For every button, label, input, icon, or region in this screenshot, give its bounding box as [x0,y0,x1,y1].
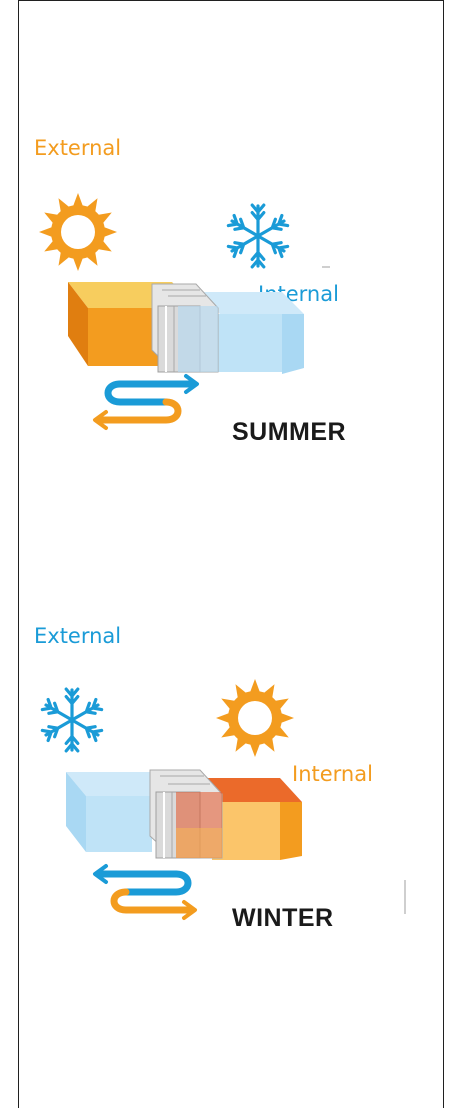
snowflake-arm [64,687,80,722]
sun-ray [249,742,261,757]
snowflake-arm [256,234,290,259]
page-frame [18,0,444,1108]
airflow-arrow-icon [93,374,199,430]
winter-season-label: WINTER [232,904,334,932]
sun-ray [279,712,294,724]
summer-season-label: SUMMER [232,418,347,446]
snowflake-arm [226,213,260,238]
summer-external-label: External [34,136,122,160]
snowflake-arm [226,234,260,259]
snowflake-arm [250,234,266,269]
heat-exchanger-duct [66,769,302,860]
sun-icon [216,679,294,757]
sun-icon [39,193,117,271]
snowflake-arm [40,718,74,743]
sun-ray [72,193,84,208]
winter-external-label: External [34,624,122,648]
snowflake-arm [250,203,266,238]
sun-ray [102,226,117,238]
snowflake-arm [70,718,104,743]
sun-ray [39,226,54,238]
snowflake-arm [70,697,104,722]
sun-ray [216,712,231,724]
snowflake-icon [226,203,290,269]
snowflake-arm [40,697,74,722]
sun-ray [72,256,84,271]
winter-internal-label: Internal [292,762,373,786]
snowflake-icon [40,687,104,753]
heat-exchanger-duct [68,282,304,374]
winter-panel: External Internal WINTER [0,620,454,980]
airflow-arrow-icon [93,864,197,920]
summer-illustration [39,193,304,430]
snowflake-arm [64,718,80,753]
winter-illustration [40,679,302,920]
summer-panel: External Internal SUMMER [0,130,454,490]
speck-mark [404,880,406,914]
snowflake-arm [256,213,290,238]
speck-mark [322,266,330,268]
sun-ray [249,679,261,694]
